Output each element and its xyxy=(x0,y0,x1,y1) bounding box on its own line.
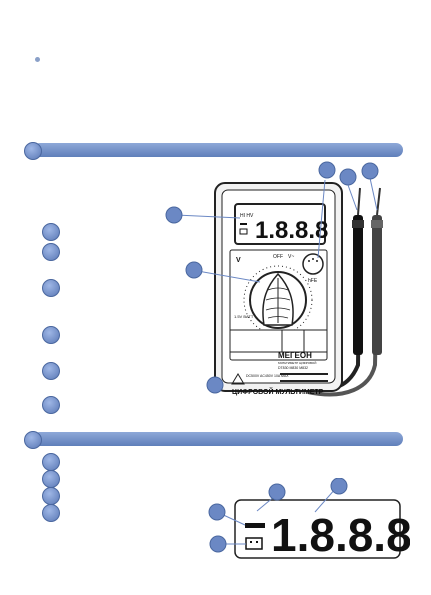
callout-marker xyxy=(208,503,226,521)
callout-marker xyxy=(361,162,379,180)
callout-marker xyxy=(209,535,227,553)
callout-marker xyxy=(42,243,60,261)
section-header-bar-1 xyxy=(33,143,403,157)
lcd-screen xyxy=(234,203,326,245)
callout-marker xyxy=(42,223,60,241)
callout-marker xyxy=(318,161,336,179)
label-vdc: V xyxy=(236,257,241,264)
label-off: OFF xyxy=(273,254,283,260)
hfe-socket xyxy=(302,253,324,275)
callout-marker xyxy=(339,168,357,186)
section-header-marker-1 xyxy=(24,142,42,160)
warning-text: DC500V AC450V 10A MAX xyxy=(246,374,289,378)
callout-marker xyxy=(42,279,60,297)
black-probe xyxy=(353,215,363,355)
callout-marker xyxy=(206,376,224,394)
section-header-bar-2 xyxy=(33,432,403,446)
callout-marker xyxy=(42,470,60,488)
brand-label: МЕГЕОН xyxy=(278,351,312,360)
minus-sign-segment xyxy=(245,523,265,528)
lcd-digits: 1.8.8.8 xyxy=(255,217,328,244)
label-hfe: hFE xyxy=(308,278,318,284)
footer-label: ЦИФРОВОЙ МУЛЬТИМЕТР xyxy=(232,387,324,396)
lcd-hiv-label: HI HV xyxy=(240,213,254,219)
list-bullet xyxy=(35,57,40,62)
callout-marker xyxy=(42,487,60,505)
model-line-3: DT830 М830 M832 xyxy=(278,366,308,370)
callout-marker xyxy=(42,396,60,414)
label-vac: V~ xyxy=(288,254,294,260)
zoom-lcd-frame xyxy=(234,499,401,559)
callout-marker xyxy=(268,483,286,501)
red-probe xyxy=(372,215,382,355)
zoom-digits: 1.8.8.8 xyxy=(271,509,410,561)
callout-marker xyxy=(42,362,60,380)
jack-row xyxy=(229,329,328,353)
callout-marker xyxy=(42,326,60,344)
section-header-marker-2 xyxy=(24,431,42,449)
callout-marker xyxy=(330,478,348,495)
callout-marker xyxy=(165,206,183,224)
red-lead-cable xyxy=(307,219,380,397)
warning-icon xyxy=(231,373,245,385)
model-line-2: МУЛЬТИМЕТР ЦИФРОВОЙ xyxy=(278,361,316,365)
zoomed-display: 1.8.8.8 xyxy=(208,478,410,561)
multimeter-illustration: HI HV 1.8.8.8 V A OFF V~ hFE Ω 1.5V BATT… xyxy=(165,161,383,397)
callout-marker xyxy=(185,261,203,279)
callout-marker xyxy=(42,453,60,471)
label-batt: 1.5V BATT xyxy=(234,314,254,319)
callout-marker xyxy=(42,504,60,522)
